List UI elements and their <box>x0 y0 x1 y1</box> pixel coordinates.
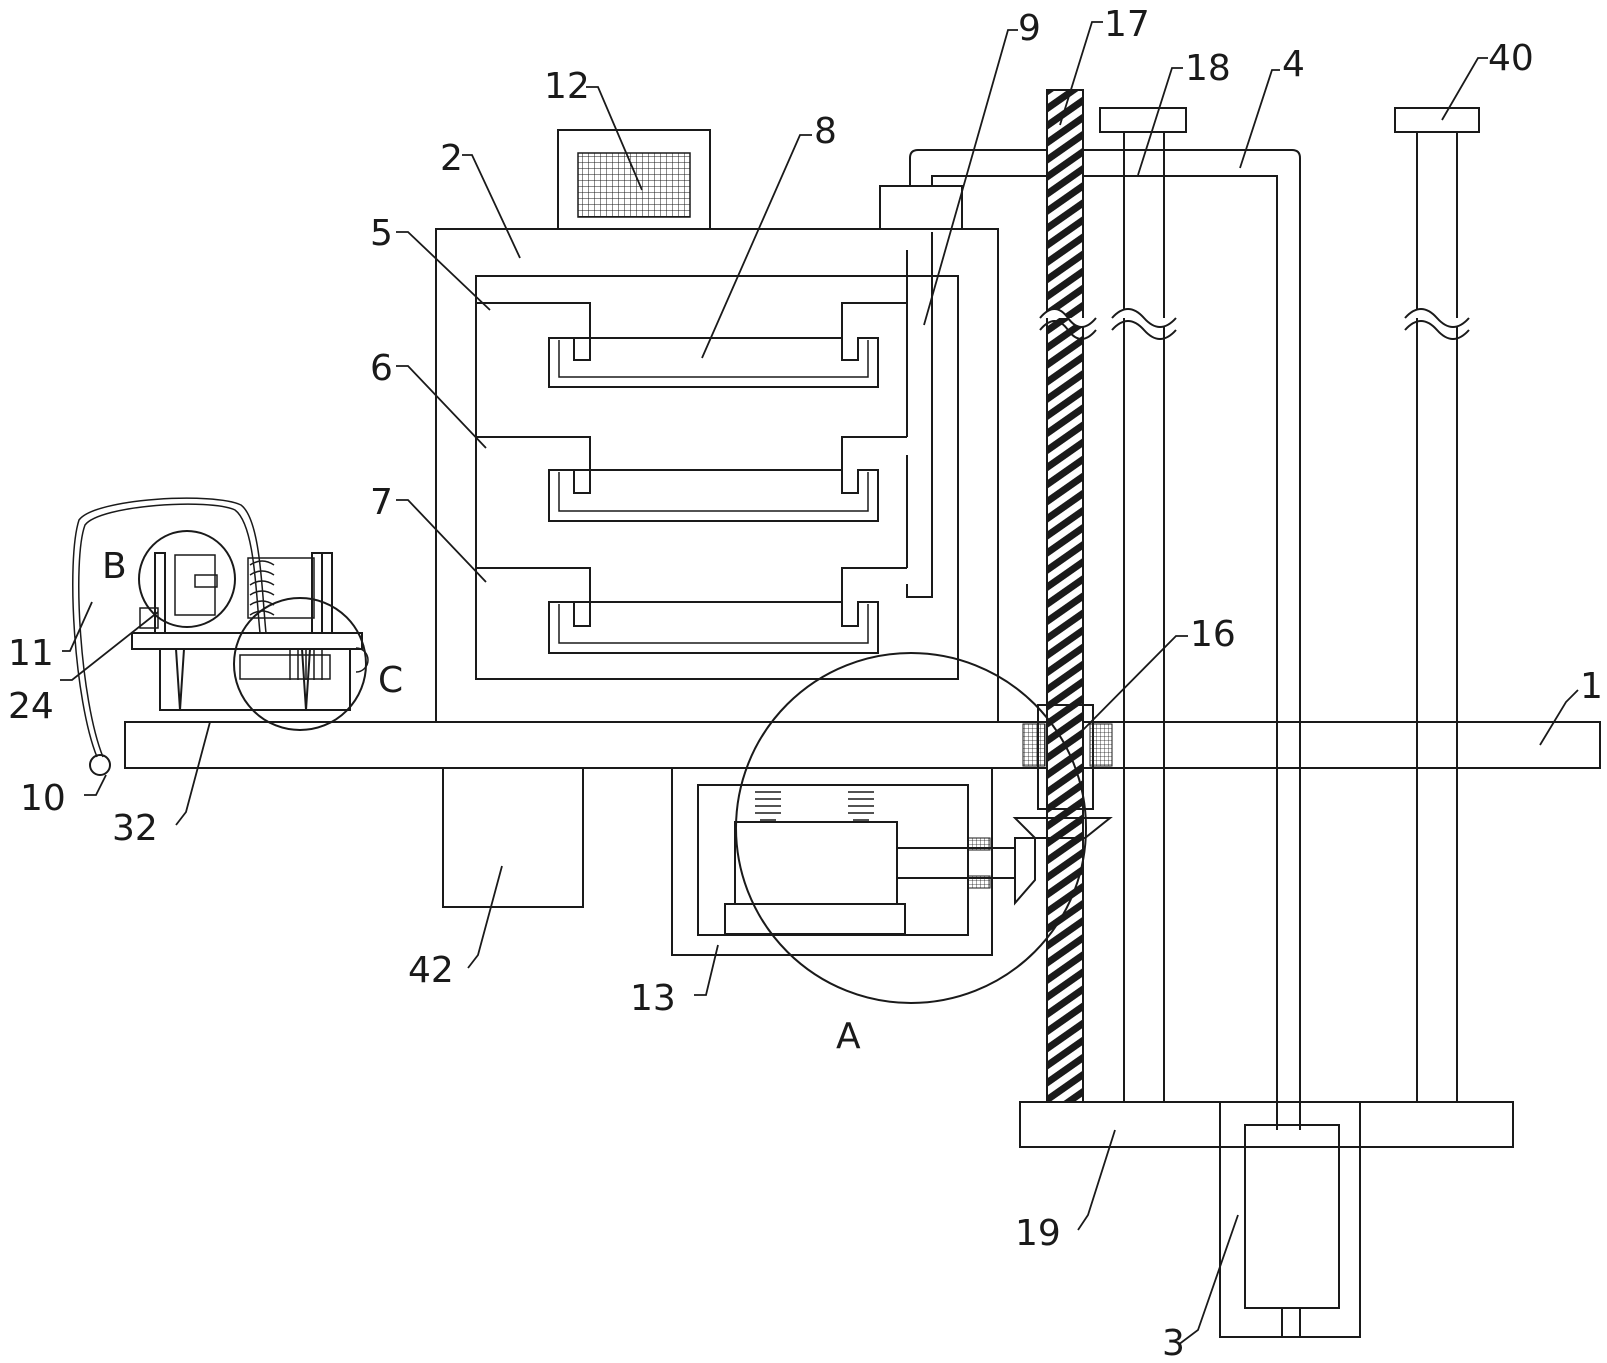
label-2: 2 <box>440 138 463 179</box>
detail-circle-b <box>138 530 236 628</box>
label-13: 13 <box>630 978 676 1019</box>
label-18: 18 <box>1185 48 1231 89</box>
screw-sleeve <box>1037 704 1094 810</box>
label-4: 4 <box>1282 44 1305 85</box>
cylinder <box>1219 1101 1361 1338</box>
label-42: 42 <box>408 950 454 991</box>
label-11: 11 <box>8 633 54 674</box>
housing <box>435 228 999 723</box>
label-8: 8 <box>814 111 837 152</box>
base-beam <box>124 721 1601 769</box>
top-filter-box <box>557 129 711 230</box>
label-5: 5 <box>370 213 393 254</box>
winch-assembly <box>72 497 369 776</box>
tray-upper <box>476 302 907 388</box>
guide-rod-40 <box>1394 107 1480 1103</box>
lead-screw <box>1039 89 1097 1103</box>
label-3: 3 <box>1162 1323 1185 1363</box>
side-duct <box>879 185 963 598</box>
label-detail-a: A <box>836 1016 861 1057</box>
label-17: 17 <box>1104 4 1150 45</box>
label-1: 1 <box>1580 666 1603 707</box>
label-9: 9 <box>1018 8 1041 49</box>
label-detail-b: B <box>102 546 127 587</box>
label-10: 10 <box>20 778 66 819</box>
label-40: 40 <box>1488 38 1534 79</box>
lower-box-42 <box>442 767 584 908</box>
label-32: 32 <box>112 808 158 849</box>
label-detail-c: C <box>378 660 403 701</box>
detail-circle-a <box>735 652 1087 1004</box>
label-6: 6 <box>370 348 393 389</box>
label-19: 19 <box>1015 1213 1061 1254</box>
label-16: 16 <box>1190 614 1236 655</box>
detail-circle-c <box>233 597 367 731</box>
guide-rod-18 <box>1099 107 1187 1103</box>
label-24: 24 <box>8 686 54 727</box>
leader-lines <box>60 21 1579 1346</box>
label-7: 7 <box>370 482 393 523</box>
motor-box <box>671 767 1016 956</box>
label-12: 12 <box>544 66 590 107</box>
pipe <box>909 149 1301 1130</box>
tray-middle <box>476 436 907 522</box>
tray-lower <box>476 567 907 654</box>
